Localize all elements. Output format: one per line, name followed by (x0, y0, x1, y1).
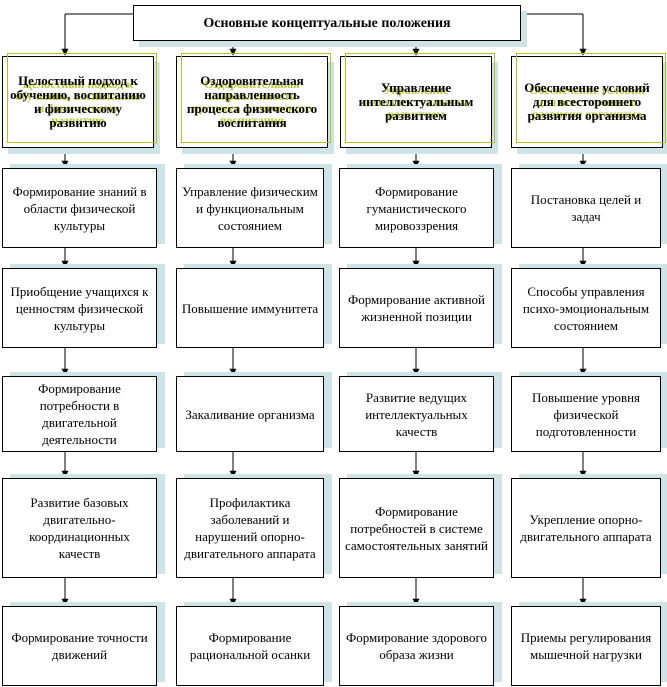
column-header-label: Оздоровительная направленность процесса … (186, 73, 318, 130)
box-col3-row5: Формирование здорового образа жизни (339, 606, 494, 686)
box-col3-row1: Формирование гуманистического мировоззре… (339, 168, 494, 248)
column-header-4: Обеспечение условий для всестороннего ра… (511, 53, 666, 148)
column-header-label: Управление интеллектуальным развитием (358, 80, 474, 123)
box-col4-row3: Повышение уровня физической подготовленн… (511, 376, 661, 452)
box-col1-row5: Формирование точности движений (2, 606, 157, 686)
box-col2-row1: Управление физическим и функциональным с… (176, 168, 324, 248)
column-header-2: Оздоровительная направленность процесса … (176, 53, 331, 148)
column-header-1: Целостный подход к обучению, воспитанию … (2, 53, 157, 148)
box-col1-row2: Приобщение учащихся к ценностям физическ… (2, 268, 157, 348)
diagram-title: Основные концептуальные положения (133, 5, 521, 41)
column-header-label: Целостный подход к обучению, воспитанию … (10, 73, 146, 130)
box-col1-row3: Формирование потребности в двигательной … (2, 376, 157, 452)
box-col3-row2: Формирование активной жизненной позиции (339, 268, 494, 348)
box-col4-row2: Способы управления психо-эмоциональным с… (511, 268, 661, 348)
box-col2-row4: Профилактика заболеваний и нарушений опо… (176, 478, 324, 578)
box-col3-row3: Развитие ведущих интеллектуальных качест… (339, 376, 494, 452)
column-header-label: Обеспечение условий для всестороннего ра… (524, 80, 650, 123)
box-col4-row5: Приемы регулирования мышечной нагрузки (511, 606, 661, 686)
box-col3-row4: Формирование потребностей в системе само… (339, 478, 494, 578)
box-col4-row1: Постановка целей и задач (511, 168, 661, 248)
box-col2-row5: Формирование рациональной осанки (176, 606, 324, 686)
box-col2-row2: Повышение иммунитета (176, 268, 324, 348)
box-col1-row4: Развитие базовых двигательно-координацио… (2, 478, 157, 578)
box-col2-row3: Закаливание организма (176, 376, 324, 452)
box-col1-row1: Формирование знаний в области физической… (2, 168, 157, 248)
box-col4-row4: Укрепление опорно-двигательного аппарата (511, 478, 661, 578)
